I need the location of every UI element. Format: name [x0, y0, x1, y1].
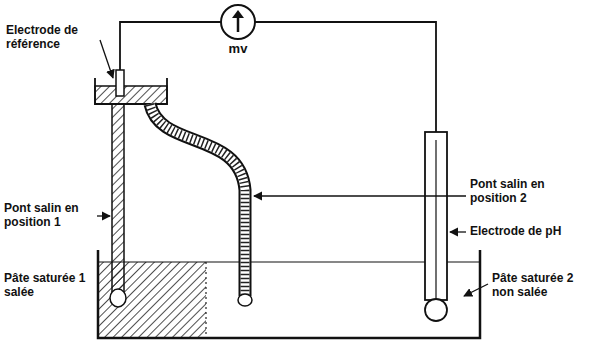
container — [98, 250, 480, 338]
meter-dial — [219, 3, 257, 41]
meter-unit: mv — [214, 41, 262, 56]
part-label: Pont salin en position 2 — [470, 178, 588, 206]
label-text: Pâte saturée 1 salée — [4, 271, 85, 299]
paste-boundary — [205, 262, 206, 338]
label-text: Electrode de référence — [6, 23, 78, 51]
label-text: Electrode de pH — [470, 224, 561, 238]
part-label: Pâte saturée 1 salée — [4, 272, 96, 300]
millivoltmeter: mv — [214, 3, 262, 56]
label-text: Pont salin en position 1 — [4, 201, 79, 229]
salt-bridge-1-tip — [110, 289, 126, 307]
leader-line — [97, 215, 110, 216]
part-label: Electrode de pH — [470, 225, 588, 239]
salt-bridge-1 — [112, 104, 124, 294]
salt-bridge-2 — [150, 104, 245, 296]
ph-bulb — [425, 299, 447, 321]
leader-line — [464, 284, 488, 296]
part-label: Pont salin en position 1 — [4, 202, 96, 230]
part-label: Pâte saturée 2 non salée — [492, 272, 590, 300]
paste-surface — [98, 261, 480, 262]
salt-bridge-2-tip — [238, 294, 252, 306]
reference-electrode — [116, 70, 124, 96]
reservoir-wall — [95, 78, 167, 104]
leader-line — [100, 40, 113, 78]
part-label: Electrode de référence — [6, 24, 102, 52]
circuit-wire — [120, 22, 436, 132]
label-text: Pont salin en position 2 — [470, 177, 545, 205]
reference-reservoir — [95, 86, 167, 104]
salt-bridge-2-hatch — [150, 104, 245, 296]
salt-bridge-2-fill — [150, 104, 245, 296]
leader-line — [450, 231, 466, 232]
label-text: Pâte saturée 2 non salée — [492, 271, 573, 299]
leader-line — [254, 195, 466, 196]
ph-electrode-inner — [435, 140, 436, 302]
